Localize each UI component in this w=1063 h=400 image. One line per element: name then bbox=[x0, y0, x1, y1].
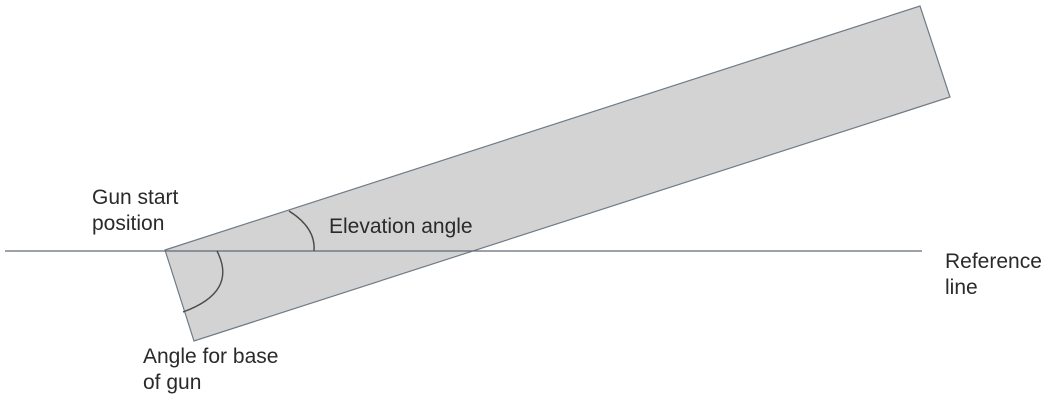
elevation-angle-label: Elevation angle bbox=[329, 214, 473, 240]
gun-barrel bbox=[164, 5, 951, 342]
reference-line-label-line2: line bbox=[945, 276, 978, 299]
reference-line-label-line1: Reference bbox=[945, 250, 1042, 273]
base-angle-arc bbox=[182, 250, 224, 313]
gun-start-label-line2: position bbox=[92, 212, 165, 235]
base-angle-label: Angle for base of gun bbox=[143, 344, 278, 396]
base-angle-label-line1: Angle for base bbox=[143, 345, 279, 368]
gun-start-label-line1: Gun start bbox=[92, 186, 179, 209]
elevation-angle-arc bbox=[288, 210, 315, 252]
base-angle-label-line2: of gun bbox=[143, 371, 202, 394]
elevation-angle-label-text: Elevation angle bbox=[329, 215, 473, 238]
reference-line-label: Reference line bbox=[945, 249, 1042, 301]
gun-start-label: Gun start position bbox=[92, 185, 178, 237]
